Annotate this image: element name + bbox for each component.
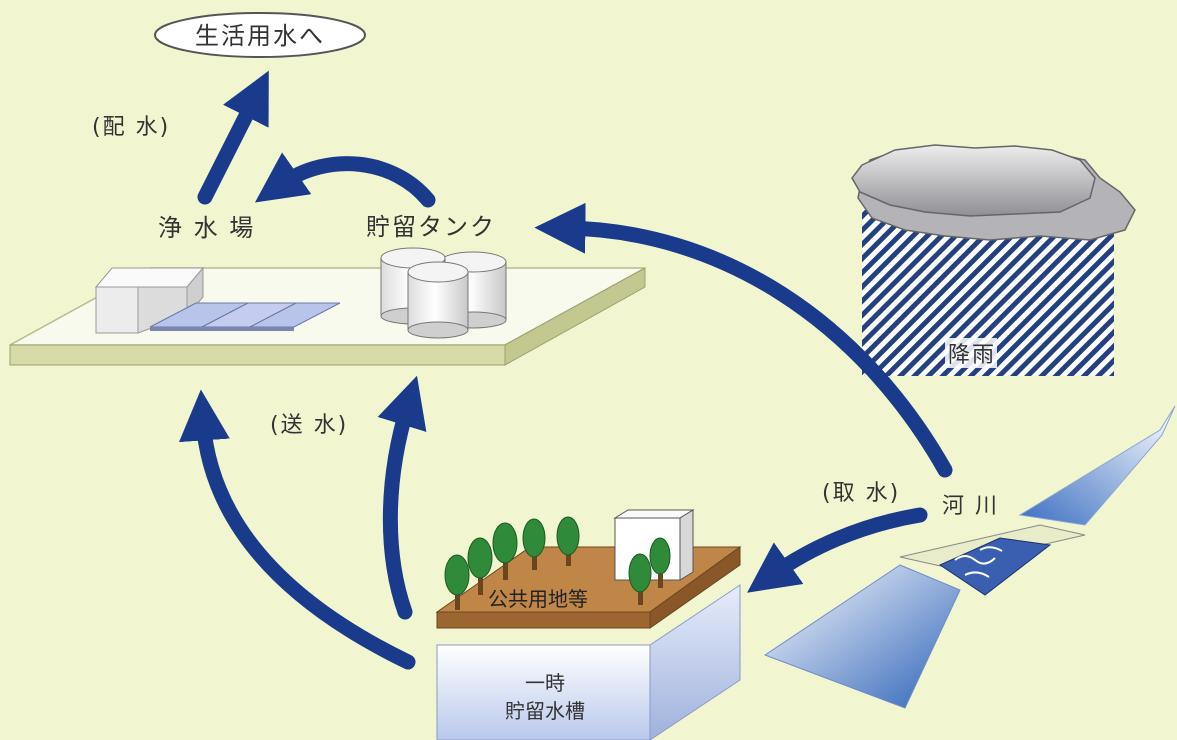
- tree: [649, 537, 671, 588]
- domestic-water-label: 生活用水へ: [195, 22, 325, 50]
- flow-arrows: [179, 70, 953, 670]
- rainfall-label: 降雨: [948, 343, 996, 368]
- tree: [444, 554, 470, 610]
- purification-plant-label: 浄 水 場: [158, 214, 255, 242]
- conveyance-label: (送 水): [270, 413, 348, 438]
- tank-to-plant-arrow: [254, 152, 436, 208]
- intake-arrow: [747, 507, 928, 593]
- tree: [522, 518, 546, 570]
- conveyance-center-arrow: [377, 375, 427, 620]
- filter-basins: [149, 302, 341, 331]
- temp-tank-label-line2: 貯留水槽: [505, 699, 585, 723]
- public-land-label: 公共用地等: [488, 587, 588, 611]
- purification-building: [94, 266, 205, 334]
- temporary-storage-tank: [436, 584, 741, 740]
- intake-label: (取 水): [822, 481, 900, 506]
- distribution-arrow: [197, 70, 269, 205]
- river-label: 河 川: [942, 494, 999, 519]
- conveyance-left-arrow: [179, 389, 416, 670]
- trees: [444, 516, 671, 610]
- tree: [467, 537, 493, 595]
- tree: [492, 522, 518, 580]
- domestic-water-oval: [154, 12, 366, 58]
- river-to-tank-arrow: [534, 202, 953, 478]
- temp-tank-label-line1: 一時: [525, 671, 565, 695]
- tree: [556, 516, 580, 566]
- storage-tank-cylinders: [380, 247, 507, 339]
- storage-tank-label: 貯留タンク: [366, 213, 496, 241]
- rain-cloud: [851, 144, 1136, 376]
- tree: [628, 553, 652, 605]
- river: [763, 405, 1176, 709]
- distribution-label: (配 水): [92, 115, 170, 140]
